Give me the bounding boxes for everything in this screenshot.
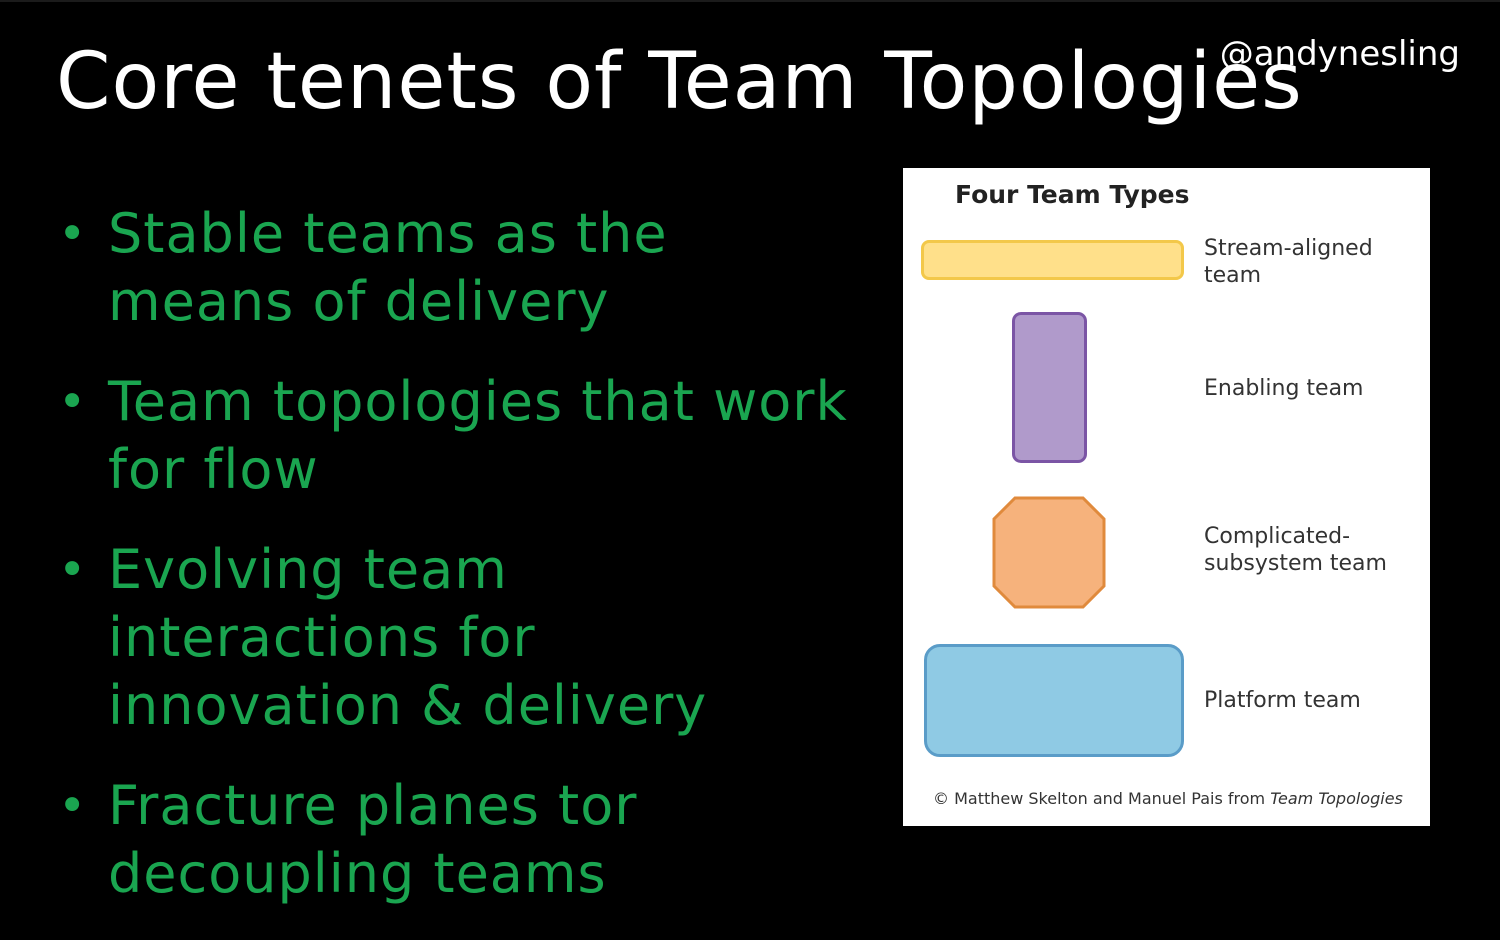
bullet-icon: •	[58, 374, 87, 430]
tenet-text: Stable teams as the means of delivery	[108, 202, 668, 333]
tenet-text: Fracture planes tor decoupling teams	[108, 774, 638, 905]
credit-prefix: © Matthew Skelton and Manuel Pais from	[933, 789, 1271, 808]
enabling-label: Enabling team	[1204, 376, 1364, 401]
slide-title: Core tenets of Team Topologies	[56, 37, 1303, 127]
platform-label: Platform team	[1204, 688, 1361, 713]
tenet-text: Team topologies that work for flow	[108, 370, 848, 501]
slide: Core tenets of Team Topologies @andynesl…	[0, 0, 1500, 905]
bullet-icon: •	[58, 206, 87, 262]
stream-aligned-shape-icon	[921, 240, 1184, 280]
top-divider	[0, 0, 1500, 2]
credit-book-title: Team Topologies	[1270, 789, 1403, 808]
list-item: • Stable teams as the means of delivery	[58, 200, 848, 336]
bullet-icon: •	[58, 542, 87, 598]
platform-shape-icon	[924, 644, 1184, 757]
figure-credit: © Matthew Skelton and Manuel Pais from T…	[933, 789, 1403, 808]
stream-aligned-label: Stream-aligned team	[1204, 236, 1373, 288]
bullet-icon: •	[58, 778, 87, 834]
list-item: • Team topologies that work for flow	[58, 368, 848, 504]
list-item: • Evolving team interactions for innovat…	[58, 536, 848, 740]
complicated-subsystem-octagon-icon	[992, 496, 1106, 609]
tenet-text: Evolving team interactions for innovatio…	[108, 538, 708, 737]
figure-title: Four Team Types	[955, 180, 1190, 209]
list-item: • Fracture planes tor decoupling teams	[58, 772, 848, 908]
twitter-handle: @andynesling	[1219, 34, 1460, 74]
complicated-subsystem-label: Complicated-subsystem team	[1204, 524, 1387, 576]
tenet-list: • Stable teams as the means of delivery …	[58, 200, 848, 940]
team-types-figure: Four Team Types Stream-aligned team Enab…	[903, 168, 1430, 826]
enabling-shape-icon	[1012, 312, 1087, 463]
